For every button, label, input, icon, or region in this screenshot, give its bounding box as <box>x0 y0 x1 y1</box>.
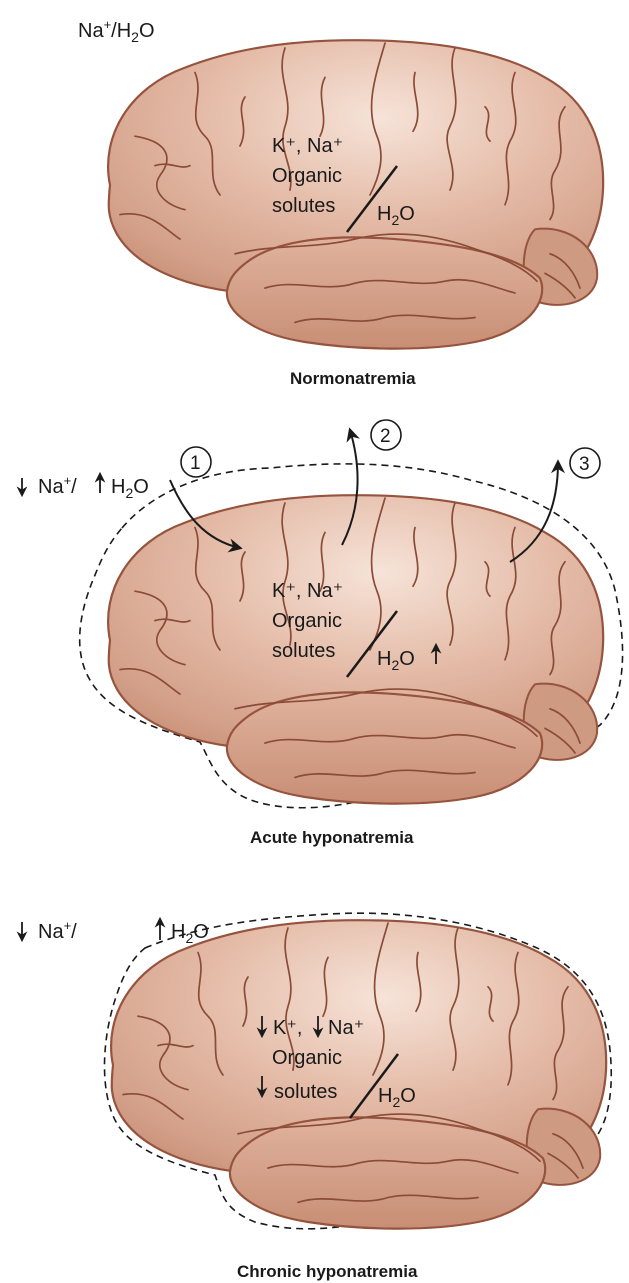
organic-label: Organic <box>272 610 342 632</box>
organic-label: Organic <box>272 165 342 187</box>
ion-label: K⁺, Na⁺ <box>272 580 343 602</box>
brain-illustration <box>106 39 605 350</box>
balance-slash <box>346 610 398 678</box>
step-3-marker <box>569 447 601 479</box>
solutes-label: solutes <box>272 640 335 662</box>
water-label: H2O <box>377 648 415 673</box>
outside-water-label: H2O <box>111 476 149 501</box>
step-1-marker <box>180 446 212 478</box>
outside-label: Na+/H2O <box>78 17 155 45</box>
brain-illustration <box>106 494 605 805</box>
water-label: H2O <box>377 203 415 228</box>
panel-acute-hyponatremia: Na+/ H2O 1 2 3 K⁺, Na⁺ Organic solutes H… <box>16 419 624 847</box>
outside-label: Na+/ <box>38 473 77 498</box>
balance-slash <box>349 1053 399 1119</box>
panel-caption: Normonatremia <box>290 369 416 388</box>
panel-normonatremia: Na+/H2O K⁺, Na⁺ Organic solutes H2O Norm… <box>78 17 605 388</box>
efflux-arrow-2 <box>341 427 360 546</box>
step-2-number: 2 <box>380 426 391 447</box>
solutes-label: solutes <box>272 195 335 217</box>
outside-label: Na+/ <box>38 918 77 943</box>
brain-illustration <box>109 919 608 1230</box>
ion-label: K⁺, Na⁺ <box>272 135 343 157</box>
outside-water-label: H2O <box>171 921 209 946</box>
organic-label: Organic <box>272 1047 342 1069</box>
step-3-number: 3 <box>579 454 590 475</box>
sodium-label: Na⁺ <box>328 1017 364 1039</box>
solutes-label: solutes <box>274 1081 337 1103</box>
panel-caption: Acute hyponatremia <box>250 828 414 847</box>
water-label: H2O <box>378 1085 416 1110</box>
swelling-outline <box>78 463 624 809</box>
water-influx-arrow <box>169 479 243 553</box>
panel-chronic-hyponatremia: Na+/ H2O K⁺, Na⁺ Organic solutes H2O Chr… <box>16 912 613 1281</box>
step-2-marker <box>370 419 402 451</box>
step-1-number: 1 <box>190 453 201 474</box>
potassium-label: K⁺, <box>273 1017 302 1039</box>
balance-slash <box>346 165 398 233</box>
efflux-arrow-3 <box>509 459 565 563</box>
panel-caption: Chronic hyponatremia <box>237 1262 418 1281</box>
